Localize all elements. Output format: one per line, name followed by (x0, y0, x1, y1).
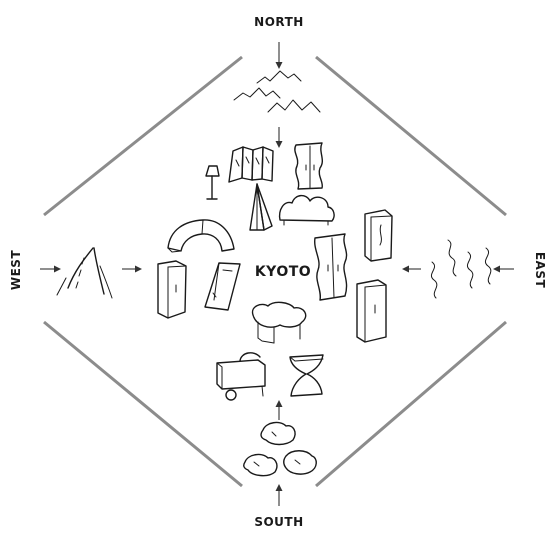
frame-line-nw (43, 55, 243, 217)
cloud-table-icon (251, 301, 307, 344)
cart-icon (216, 352, 266, 401)
wavy-tall-cabinet-icon (314, 233, 348, 301)
south-label: SOUTH (254, 515, 303, 529)
north-arrow-1 (275, 42, 283, 69)
wavy-cabinet-icon (294, 142, 324, 190)
frame-line-se (315, 320, 507, 488)
mountains-icon (233, 70, 321, 113)
frame-line-sw (43, 320, 243, 488)
north-label: NORTH (254, 15, 304, 29)
diamond-frame (43, 55, 507, 488)
frame-line-ne (315, 55, 507, 217)
north-arrow-2 (275, 127, 283, 148)
west-arrow-2 (122, 265, 142, 273)
center-label: KYOTO (255, 264, 311, 280)
arch-bench-icon (167, 219, 235, 253)
cloud-sofa-icon (278, 194, 335, 226)
west-label: WEST (9, 250, 23, 291)
east-label: EAST (533, 252, 547, 289)
hourglass-stool-icon (289, 354, 324, 397)
cone-screen-icon (249, 183, 273, 231)
east-arrow-2 (402, 265, 421, 273)
south-arrow-1 (275, 484, 283, 506)
south-arrow-2 (275, 400, 283, 420)
leaning-cabinet-icon (204, 262, 241, 311)
east-arrow-1 (493, 265, 514, 273)
wind-lines-icon (430, 239, 492, 299)
floor-lamp-icon (205, 165, 220, 200)
folding-screen-icon (228, 146, 274, 183)
west-arrow-1 (40, 265, 61, 273)
tall-wardrobe-icon (364, 209, 393, 262)
road-icon (56, 247, 113, 299)
cabinet-icon (157, 260, 187, 319)
rocks-icon (243, 421, 317, 477)
plain-wardrobe-icon (356, 279, 387, 343)
